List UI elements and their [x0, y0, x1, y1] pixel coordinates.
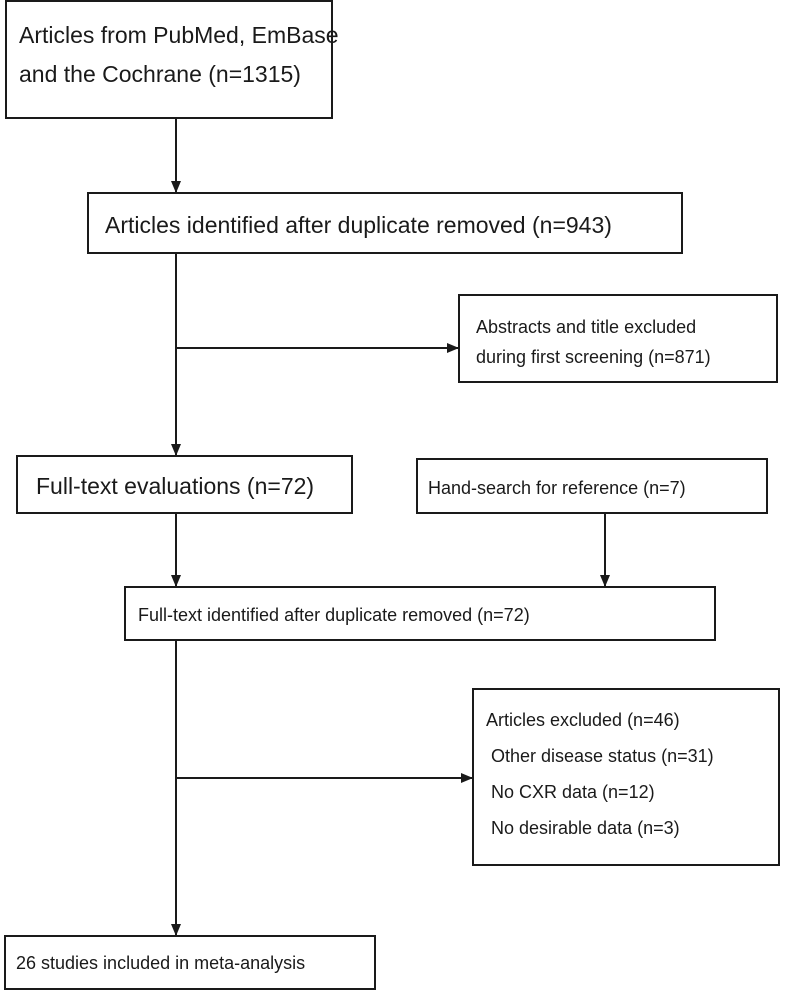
abstract-exclusion-line-1: Abstracts and title excluded: [476, 317, 697, 337]
included-studies-text: 26 studies included in meta-analysis: [16, 953, 306, 973]
articles-excluded-header: Articles excluded (n=46): [486, 710, 680, 730]
hand-search-text: Hand-search for reference (n=7): [428, 478, 686, 498]
fulltext-identified-text: Full-text identified after duplicate rem…: [138, 605, 530, 625]
abstract-exclusion-box: Abstracts and title excluded during firs…: [458, 294, 778, 383]
duplicates-removed-box: Articles identified after duplicate remo…: [87, 192, 683, 254]
fulltext-evaluations-text: Full-text evaluations (n=72): [36, 473, 315, 499]
included-studies-box: 26 studies included in meta-analysis: [4, 935, 376, 990]
abstract-exclusion-line-2: during first screening (n=871): [476, 347, 711, 367]
fulltext-evaluations-box: Full-text evaluations (n=72): [16, 455, 353, 514]
exclusion-reason: No CXR data (n=12): [491, 782, 655, 802]
exclusion-reason: Other disease status (n=31): [491, 746, 714, 766]
sources-line-1: Articles from PubMed, EmBase: [19, 22, 339, 48]
fulltext-identified-box: Full-text identified after duplicate rem…: [124, 586, 716, 641]
articles-excluded-box: Articles excluded (n=46) Other disease s…: [472, 688, 780, 866]
exclusion-reason: No desirable data (n=3): [491, 818, 680, 838]
hand-search-box: Hand-search for reference (n=7): [416, 458, 768, 514]
sources-line-2: and the Cochrane (n=1315): [19, 61, 301, 87]
sources-box: Articles from PubMed, EmBase and the Coc…: [5, 0, 339, 119]
duplicates-removed-text: Articles identified after duplicate remo…: [105, 212, 612, 238]
